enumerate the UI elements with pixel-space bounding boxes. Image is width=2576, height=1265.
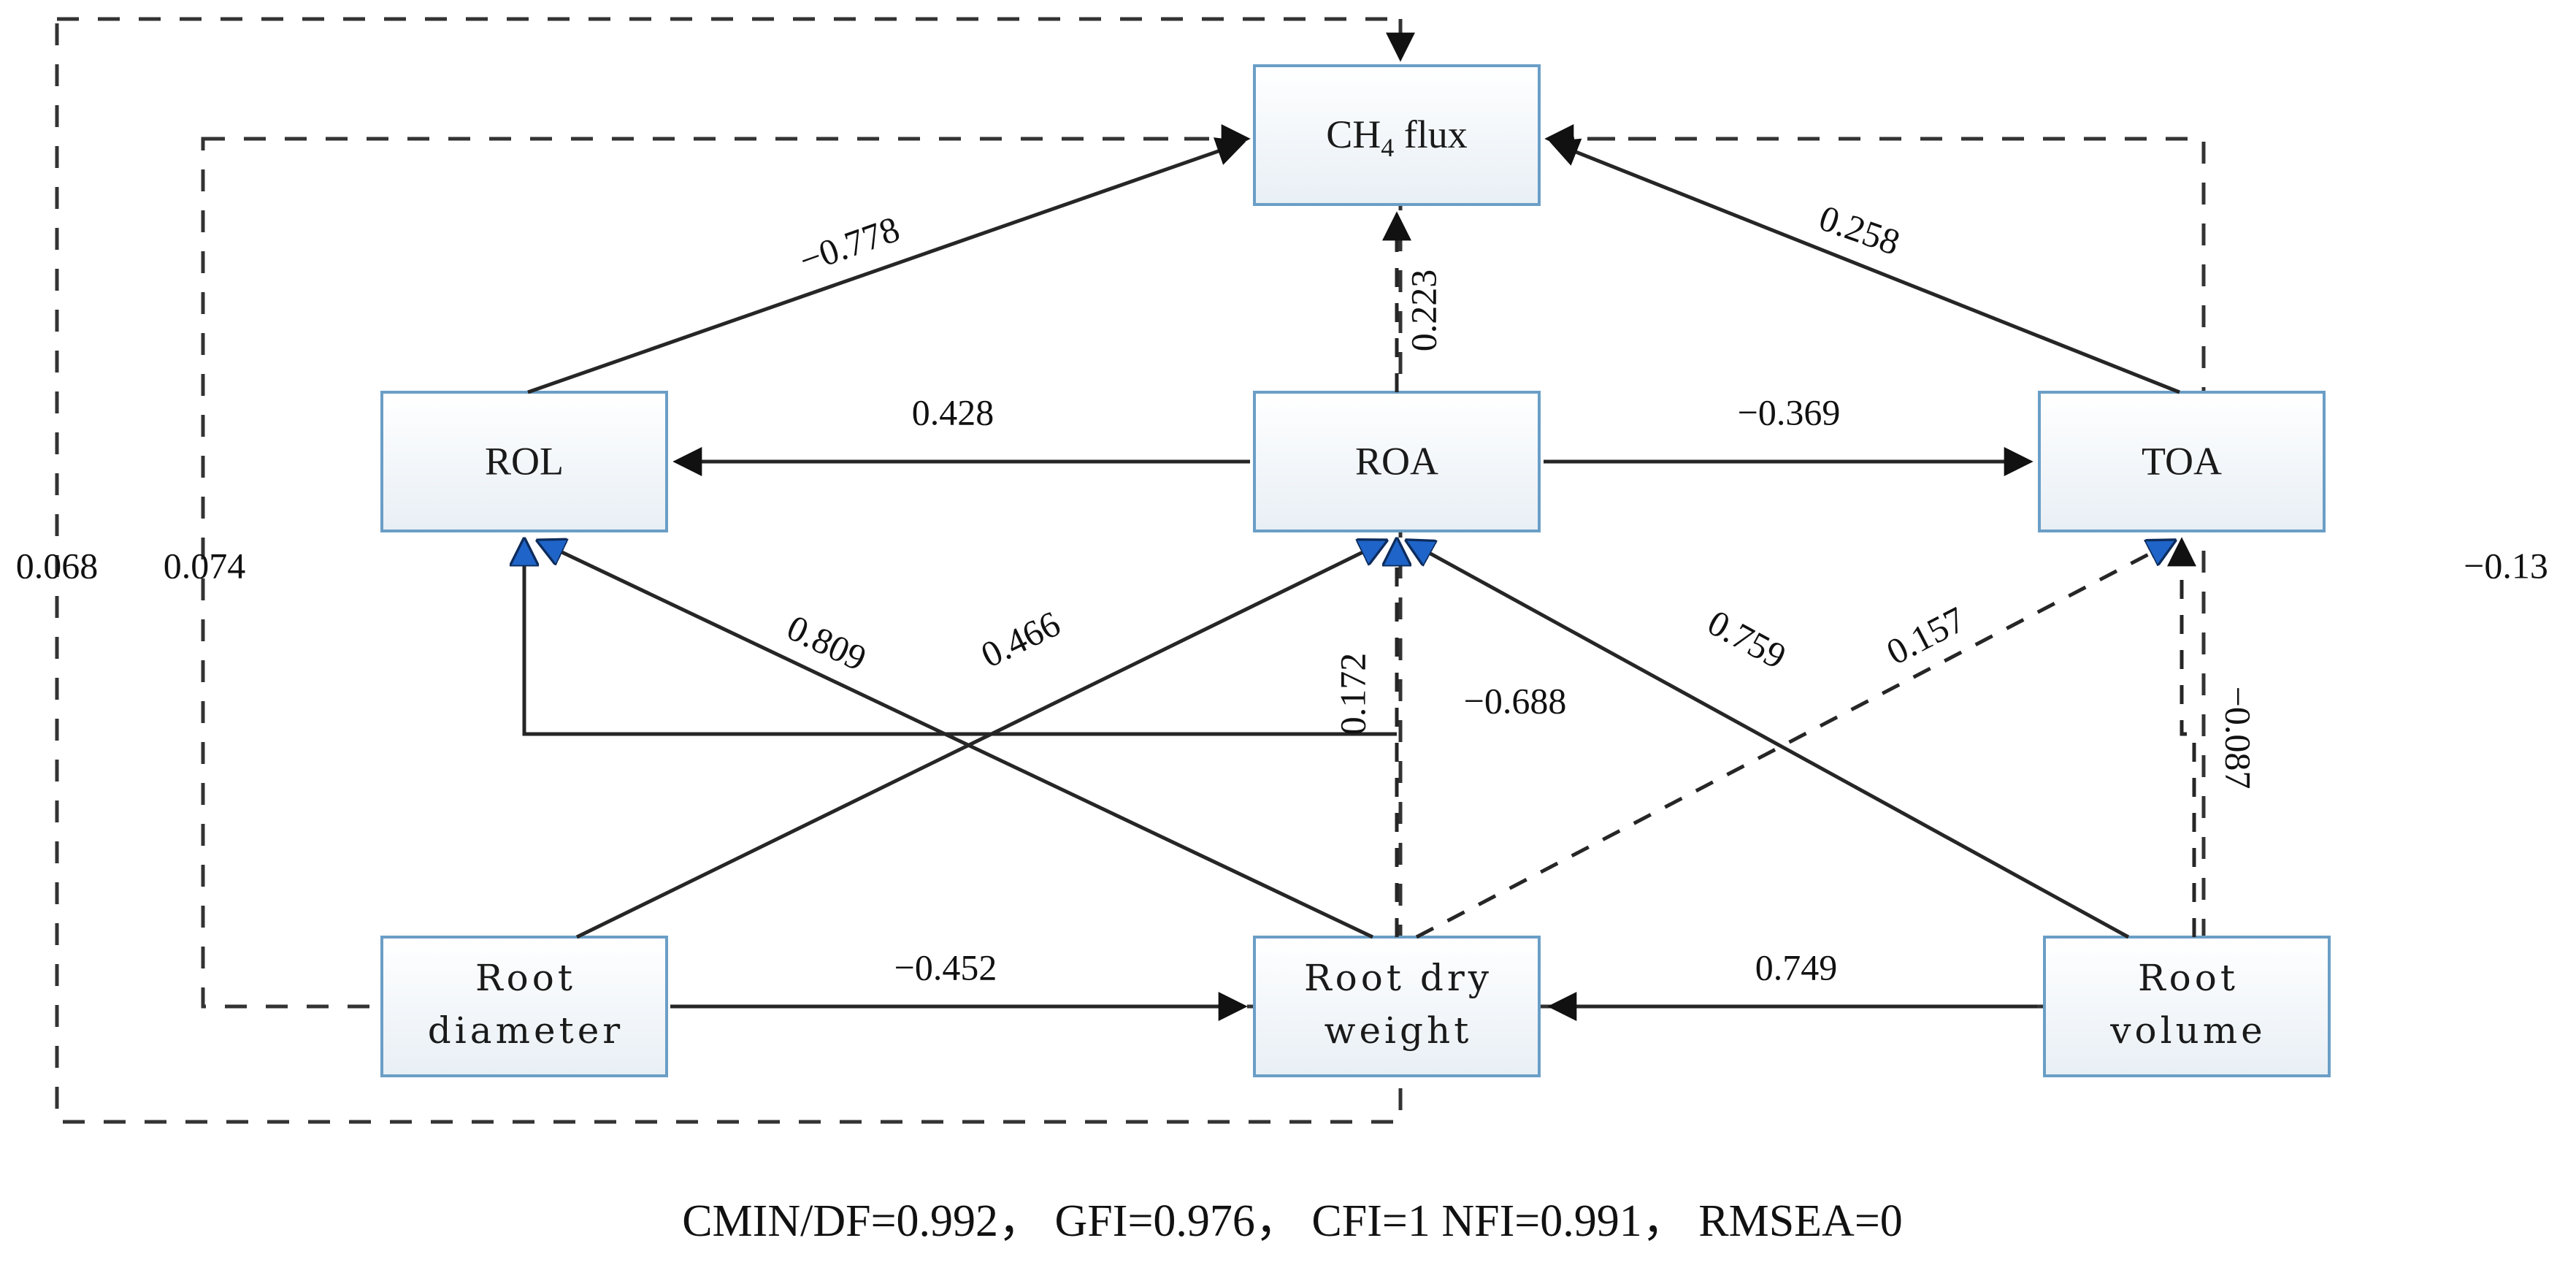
node-root-diameter-label-line1: Root (475, 957, 576, 999)
edge-label-root-diameter-root-dry-weight: −0.452 (894, 947, 997, 987)
edge-label-roa-ch4: 0.223 (1403, 270, 1444, 352)
edge-rol-to-ch4 (527, 137, 1246, 394)
node-rol-label: ROL (485, 439, 564, 483)
node-root-diameter-label-line2: diameter (428, 1009, 624, 1052)
edge-root-dry-weight-to-rol-bracket (524, 542, 1397, 736)
edge-label-root-diameter-roa: 0.466 (975, 603, 1067, 676)
node-ch4-flux-label: CH4 flux (1326, 112, 1468, 162)
edge-label-root-volume-root-dry-weight: 0.749 (1755, 947, 1838, 987)
edge-root-dry-weight-to-toa (1415, 542, 2172, 939)
node-root-volume-label-line1: Root (2138, 957, 2239, 999)
edge-label-roa-rol: 0.428 (912, 391, 994, 432)
fit-indices-caption: CMIN/DF=0.992， GFI=0.976， CFI=1 NFI=0.99… (682, 1196, 1903, 1246)
edge-root-volume-to-toa (2167, 537, 2196, 937)
frame-outer-dashed (55, 17, 1403, 1124)
node-toa-label: TOA (2142, 439, 2222, 483)
edge-label-root-dry-weight-toa: 0.157 (1880, 598, 1972, 673)
node-root-dry-weight[interactable] (1253, 936, 1541, 1077)
edge-label-frame-right: −0.13 (2464, 545, 2548, 586)
edge-root-diameter-to-roa (575, 542, 1384, 939)
edge-label-root-dry-weight-rol-bracket: −0.688 (1464, 680, 1567, 721)
frame-inner-dashed (201, 137, 2206, 1009)
edge-label-rol-ch4: −0.778 (794, 208, 904, 281)
node-root-dry-weight-label-line2: weight (1325, 1009, 1473, 1052)
node-ch4-flux[interactable] (1253, 64, 1541, 206)
edge-label-frame-outer: 0.068 (16, 545, 99, 586)
edge-toa-to-ch4 (1549, 138, 2180, 394)
edge-root-volume-to-roa (1409, 542, 2130, 939)
edge-label-roa-toa: −0.369 (1738, 391, 1841, 432)
node-root-diameter[interactable] (380, 936, 668, 1077)
node-rol[interactable] (380, 391, 668, 532)
node-root-dry-weight-label-line1: Root dry (1304, 957, 1492, 999)
edge-label-root-dry-weight-roa: 0.172 (1332, 653, 1373, 735)
edge-label-root-volume-roa: 0.759 (1701, 602, 1793, 677)
edge-label-root-volume-toa: −0.087 (2218, 687, 2259, 790)
node-root-volume-label-line2: volume (2109, 1009, 2266, 1052)
node-roa-label: ROA (1355, 439, 1438, 483)
node-root-volume[interactable] (2043, 936, 2331, 1077)
edge-root-dry-weight-to-rol (540, 542, 1374, 939)
edge-label-root-dry-weight-rol: 0.809 (781, 607, 873, 679)
node-toa[interactable] (2038, 391, 2326, 532)
edge-label-frame-inner: 0.074 (164, 545, 246, 586)
